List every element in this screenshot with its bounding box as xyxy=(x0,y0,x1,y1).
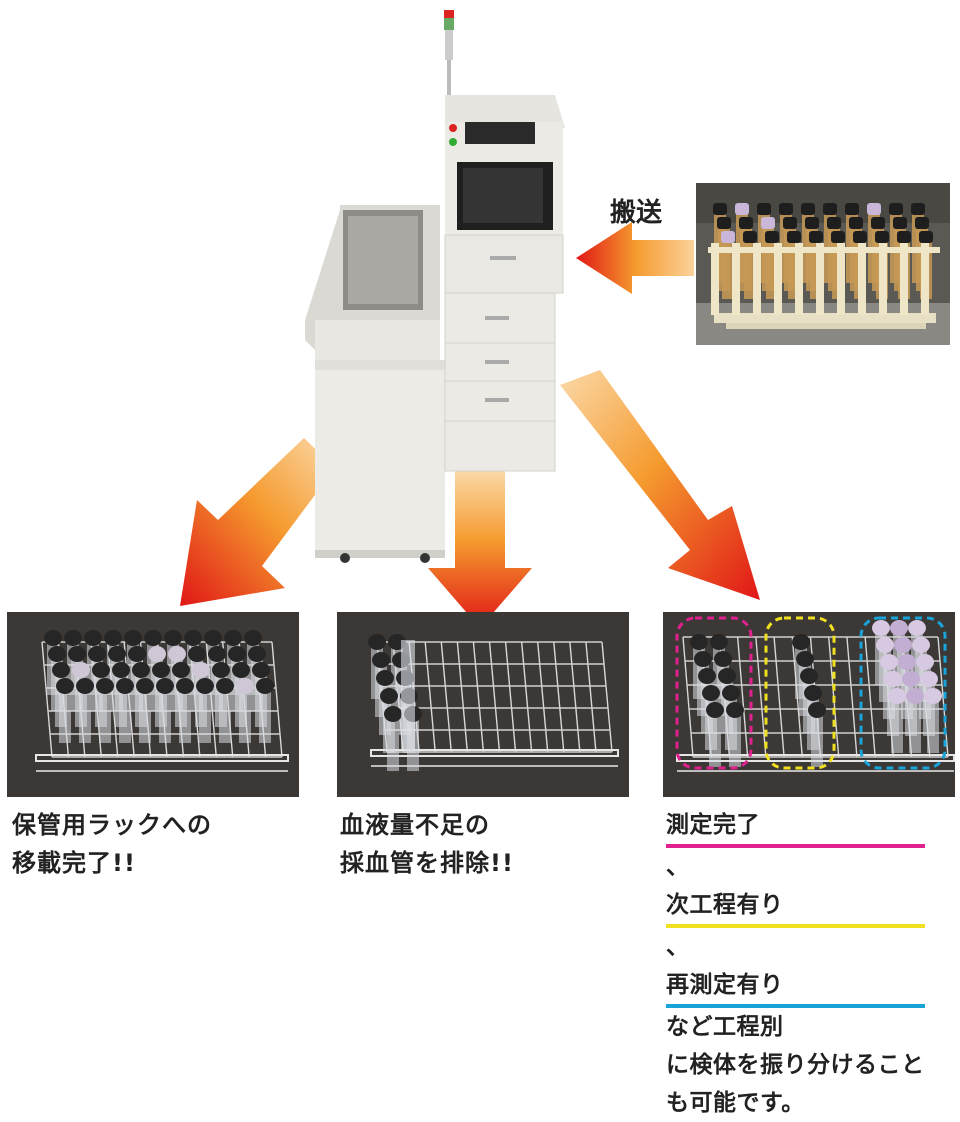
sorted-rack-photo xyxy=(663,612,955,797)
caption-comma-1: 、 xyxy=(666,854,690,880)
group-outline-blue xyxy=(859,616,947,770)
input-rack-tubes xyxy=(708,203,940,315)
caption-right-line1: 測定完了、次工程有り、 xyxy=(666,806,925,966)
flow-arrows xyxy=(180,222,760,628)
sorting-machine xyxy=(305,10,565,563)
input-rack-photo xyxy=(696,183,950,345)
arrow-transfer xyxy=(576,222,694,294)
removed-tube xyxy=(401,640,415,750)
tube-group xyxy=(690,634,744,767)
tube-group xyxy=(44,630,274,743)
reject-rack-photo xyxy=(337,612,629,797)
caption-right-line2: 再測定有りなど工程別 xyxy=(666,966,925,1046)
group-outline-magenta xyxy=(675,616,753,770)
caption-by-process: など工程別 xyxy=(666,1014,784,1040)
storage-rack-photo xyxy=(7,612,299,797)
caption-right-line3: に検体を振り分けること xyxy=(666,1052,925,1078)
caption-middle-line1: 血液量不足の xyxy=(340,811,490,839)
caption-middle-line2: 採血管を排除!! xyxy=(340,849,514,877)
tube-group xyxy=(792,634,826,767)
transfer-label: 搬送 xyxy=(610,198,663,228)
group-outline-yellow xyxy=(764,616,836,770)
tube-group xyxy=(872,620,942,753)
caption-right: 測定完了、次工程有り、 再測定有りなど工程別 に検体を振り分けること も可能です… xyxy=(666,806,925,1122)
caption-right-line4: も可能です。 xyxy=(666,1090,805,1116)
caption-measured-done: 測定完了 xyxy=(666,806,925,848)
caption-remeasure: 再測定有り xyxy=(666,966,925,1008)
caption-left-line1: 保管用ラックへの xyxy=(12,811,212,839)
caption-left: 保管用ラックへの 移載完了!! xyxy=(12,806,212,882)
caption-middle: 血液量不足の 採血管を排除!! xyxy=(340,806,514,882)
caption-comma-2: 、 xyxy=(666,934,690,960)
arrow-middle-down xyxy=(428,470,532,628)
arrow-right-down xyxy=(560,370,760,600)
caption-next-process: 次工程有り xyxy=(666,886,925,928)
input-rack-image xyxy=(696,183,950,345)
arrow-left-down xyxy=(180,438,335,606)
caption-left-line2: 移載完了!! xyxy=(12,849,136,877)
